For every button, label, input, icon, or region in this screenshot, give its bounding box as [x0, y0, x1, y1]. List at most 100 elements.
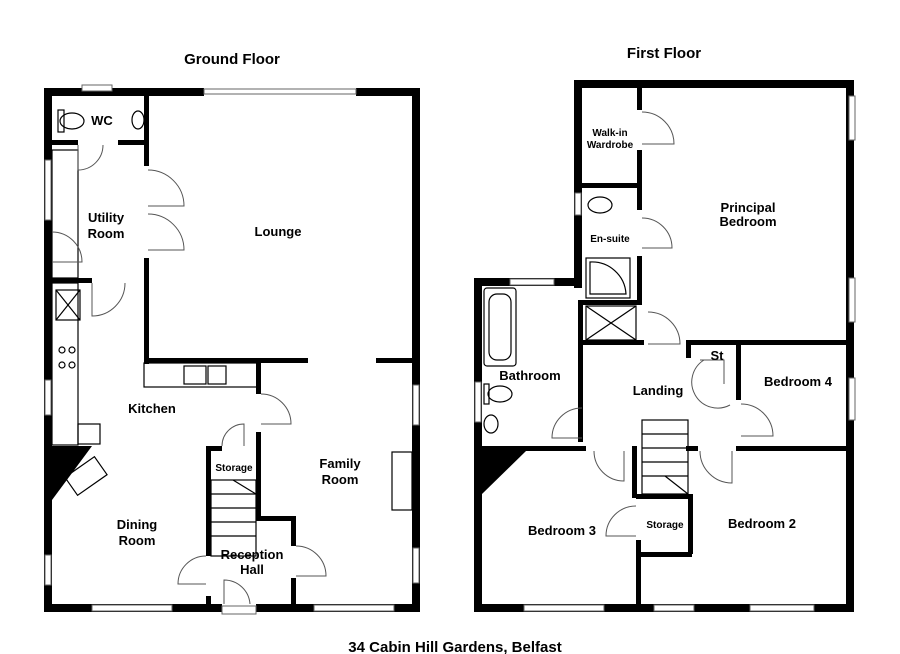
kitchen-counter	[77, 423, 101, 445]
storage-wall	[206, 446, 211, 556]
room-label-utility-line2: Room	[88, 226, 125, 241]
door-swing	[51, 231, 83, 263]
front-door-step	[221, 605, 257, 615]
first-floor-plan: First Floor Walk-in Wardrobe Principal B…	[474, 45, 856, 612]
wc-wall	[118, 140, 148, 145]
wardrobe-wall	[637, 88, 642, 110]
landing-wall	[686, 446, 698, 451]
door-swing	[641, 217, 673, 249]
window	[848, 95, 856, 141]
first-wall-left-upper	[574, 80, 582, 288]
room-label-kitchen: Kitchen	[128, 401, 176, 416]
property-address: 34 Cabin Hill Gardens, Belfast	[348, 639, 561, 654]
hall-wall	[256, 516, 296, 521]
door-swing	[295, 545, 327, 577]
bedroom4-wall	[736, 446, 846, 451]
window	[523, 604, 605, 612]
room-label-wc: WC	[91, 113, 113, 128]
wardrobe-wall	[637, 150, 642, 210]
bathroom-toilet	[487, 385, 513, 403]
room-label-bedroom2: Bedroom 2	[728, 516, 796, 531]
landing-shower	[585, 305, 637, 341]
window	[749, 604, 815, 612]
landing-wall	[582, 340, 644, 345]
kitchen-counter-sink	[143, 362, 261, 388]
landing-wall	[686, 340, 846, 345]
bath-tub	[483, 287, 517, 367]
window	[44, 379, 52, 416]
window	[44, 554, 52, 586]
window	[412, 384, 420, 426]
ground-wall-top-right	[356, 88, 420, 96]
door-swing	[605, 505, 637, 537]
hob-ring	[68, 361, 76, 369]
room-label-lounge: Lounge	[255, 224, 302, 239]
hall-wall	[291, 578, 296, 606]
fridge-box	[55, 289, 81, 321]
storage-wall	[206, 446, 222, 451]
storage-wall	[640, 552, 692, 557]
window	[412, 547, 420, 584]
hall-wall	[291, 516, 296, 546]
door-swing	[91, 282, 126, 317]
window	[474, 381, 482, 423]
ground-wall-top	[44, 88, 204, 96]
ground-staircase	[210, 479, 257, 557]
door-swing	[260, 393, 292, 425]
room-label-family: Family	[319, 456, 361, 471]
wc-lounge-wall	[144, 96, 149, 166]
hob-ring	[68, 346, 76, 354]
hall-wall	[206, 596, 211, 608]
door-swing	[77, 144, 104, 171]
bedroom3-wall	[482, 446, 586, 451]
room-label-principal: Principal	[721, 200, 776, 215]
room-label-landing: Landing	[633, 383, 684, 398]
stair-wall	[636, 494, 692, 499]
kitchen-sink	[207, 365, 227, 385]
kitchen-sink	[183, 365, 207, 385]
window	[81, 84, 113, 92]
window	[848, 377, 856, 421]
ensuite-shower	[585, 257, 631, 299]
bathroom-basin	[483, 414, 499, 434]
room-label-reception: Reception	[221, 547, 284, 562]
window	[509, 278, 555, 286]
chimney-breast	[482, 451, 526, 494]
wardrobe-wall	[582, 183, 642, 188]
fireplace	[64, 455, 108, 497]
room-label-reception-line2: Hall	[240, 562, 264, 577]
room-label-ensuite: En-suite	[590, 234, 630, 245]
door-swing	[221, 423, 245, 447]
room-label-utility: Utility	[88, 210, 125, 225]
room-label-family-line2: Room	[322, 472, 359, 487]
door-swing	[223, 579, 251, 605]
st-wall	[686, 340, 691, 358]
window	[91, 604, 173, 612]
door-swing	[699, 450, 733, 484]
hob-ring	[58, 361, 66, 369]
room-label-bathroom: Bathroom	[499, 368, 560, 383]
first-wall-left	[474, 278, 482, 612]
wc-wall	[52, 140, 78, 145]
room-label-st: St	[711, 348, 725, 363]
ground-floor-title: Ground Floor	[184, 51, 280, 68]
ground-wall-right	[412, 88, 420, 612]
window	[653, 604, 695, 612]
door-swing	[147, 213, 185, 251]
ensuite-toilet	[587, 196, 613, 214]
hob-ring	[58, 346, 66, 354]
storage-wall	[636, 540, 641, 604]
utility-counter	[51, 149, 79, 279]
room-label-first-storage: Storage	[646, 520, 684, 531]
wc-basin	[131, 110, 145, 130]
kitchen-counter	[51, 282, 79, 446]
window	[313, 604, 395, 612]
room-label-bedroom3: Bedroom 3	[528, 523, 596, 538]
ensuite-wall	[637, 256, 642, 304]
door-swing	[147, 169, 185, 207]
door-swing	[593, 450, 625, 482]
family-room-fireplace	[391, 451, 413, 511]
window	[574, 192, 582, 216]
door-swing	[551, 407, 583, 439]
